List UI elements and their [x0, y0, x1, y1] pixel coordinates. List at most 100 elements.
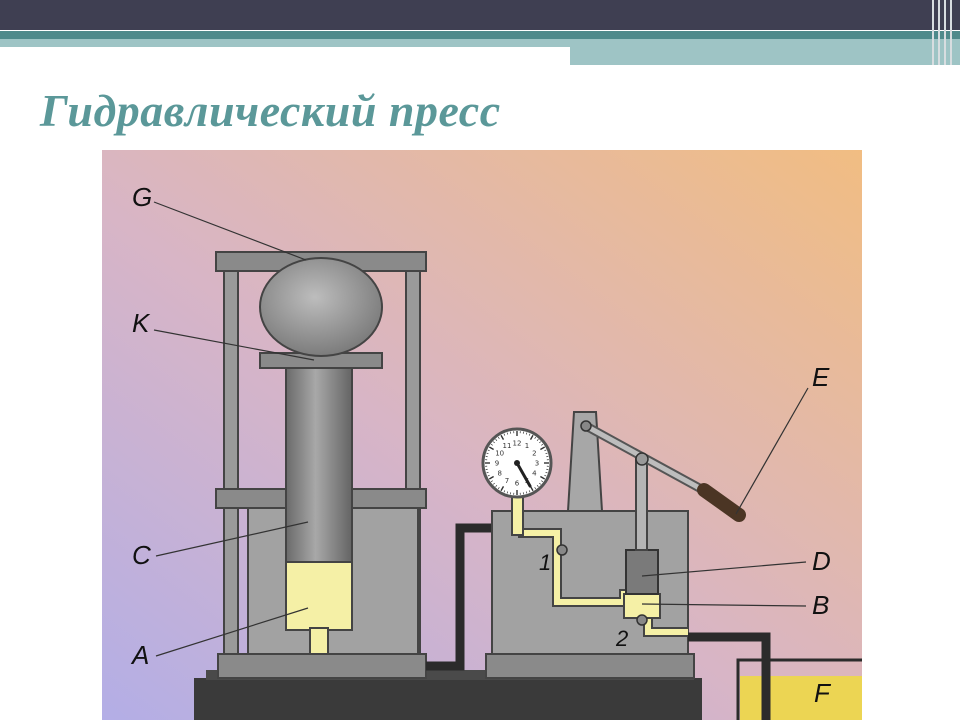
gauge-stem: [511, 492, 524, 536]
gauge-tick: [495, 485, 498, 488]
valve-1: [556, 544, 568, 556]
gauge-tick: [490, 480, 493, 483]
gauge-tick: [534, 487, 537, 490]
large-cylinder-liquid-A: [285, 561, 353, 631]
reservoir-outline: [736, 658, 862, 720]
reservoir-liquid-F: [740, 676, 862, 720]
gauge-number: 6: [515, 480, 520, 488]
gauge-tick: [539, 482, 542, 485]
gauge-tick: [503, 433, 506, 436]
gauge-tick: [488, 446, 494, 451]
gauge-tick: [500, 434, 505, 440]
gauge-tick: [492, 482, 495, 485]
lever-handle-E: [697, 483, 746, 522]
leader-E: [735, 387, 809, 515]
gauge-tick: [487, 474, 490, 477]
leader-C: [155, 521, 309, 557]
leader-A: [155, 607, 309, 657]
gauge-tick: [506, 491, 509, 494]
gauge-tick: [541, 480, 544, 483]
lever-pivot: [580, 420, 592, 432]
gauge-tick: [486, 452, 489, 455]
connecting-pipe: [426, 523, 494, 671]
label-B: B: [812, 590, 829, 620]
base-platform-top: [206, 670, 694, 680]
hydraulic-press-figure: 123456789101112 G K C A E D B F 1 2: [102, 150, 862, 720]
gauge-tick: [497, 487, 500, 490]
leader-G: [153, 201, 307, 261]
lever-joint: [635, 452, 649, 466]
gauge-tick: [544, 474, 547, 477]
gauge-tick: [528, 433, 531, 436]
lever-support: [566, 411, 604, 512]
press-column-left: [223, 266, 239, 655]
gauge-tick: [497, 436, 500, 439]
gauge-number: 4: [532, 470, 537, 478]
leader-B: [641, 603, 807, 607]
gauge-tick: [536, 485, 539, 488]
gauge-needle: [515, 461, 532, 488]
gauge-number: 7: [505, 477, 509, 485]
gauge-tick: [539, 441, 542, 444]
gauge-tick: [545, 452, 548, 455]
large-piston-C: [285, 367, 353, 563]
header-stripe-block: [570, 39, 960, 65]
small-piston-rod: [635, 455, 648, 551]
gauge-number: 10: [495, 450, 504, 458]
label-G: G: [132, 182, 152, 212]
slide-title: Гидравлический пресс: [40, 85, 501, 136]
large-cylinder-inlet: [309, 627, 329, 655]
label-E: E: [812, 362, 830, 392]
label-K: K: [132, 308, 151, 338]
header-stripe-light: [0, 39, 570, 47]
gauge-tick: [525, 491, 528, 494]
gauge-center: [514, 460, 520, 466]
pump-base-plate: [485, 653, 695, 679]
press-base-plate: [217, 653, 427, 679]
gauge-tick: [536, 438, 539, 441]
gauge-tick: [490, 443, 493, 446]
gauge-tick: [545, 471, 548, 474]
gauge-tick: [487, 449, 490, 452]
hydraulic-press-diagram: 123456789101112 G K C A E D B F 1 2: [102, 150, 862, 720]
gauge-tick: [500, 486, 505, 492]
gauge-number: 11: [503, 442, 512, 450]
gauge-tick: [495, 438, 498, 441]
gauge-tick: [486, 471, 489, 474]
gauge-tick: [529, 434, 534, 440]
leader-K: [153, 329, 315, 361]
gauge-number: 3: [535, 460, 539, 468]
small-piston-D: [625, 549, 659, 595]
gauge-tick: [488, 475, 494, 480]
valve-2: [636, 614, 648, 626]
gauge-tick: [528, 490, 531, 493]
gauge-number: 9: [495, 460, 499, 468]
gauge-number: 8: [497, 470, 501, 478]
gauge-tick: [492, 441, 495, 444]
gauge-tick: [544, 449, 547, 452]
gauge-tick: [540, 446, 546, 451]
pressed-body: [259, 257, 383, 357]
reservoir-pipe: [688, 632, 771, 720]
label-D: D: [812, 546, 831, 576]
gauge-tick: [534, 436, 537, 439]
gauge-number: 2: [532, 450, 536, 458]
leader-D: [641, 561, 807, 577]
valve-label-1: 1: [539, 550, 551, 575]
gauge-number: 1: [525, 442, 529, 450]
leader-lines: [153, 201, 809, 657]
label-F: F: [814, 678, 832, 708]
header-bar: [0, 0, 960, 30]
header-stripe: [0, 31, 960, 39]
label-A: A: [130, 640, 149, 670]
gauge-tick: [506, 432, 509, 435]
gauge-tick: [525, 432, 528, 435]
gauge-tick: [540, 475, 546, 480]
decorative-lines: [932, 0, 954, 65]
valve-label-2: 2: [615, 626, 628, 651]
gauge-number: 12: [513, 440, 522, 448]
gauge-tick: [503, 490, 506, 493]
base-platform: [194, 678, 702, 720]
label-C: C: [132, 540, 151, 570]
gauge-tick: [541, 443, 544, 446]
